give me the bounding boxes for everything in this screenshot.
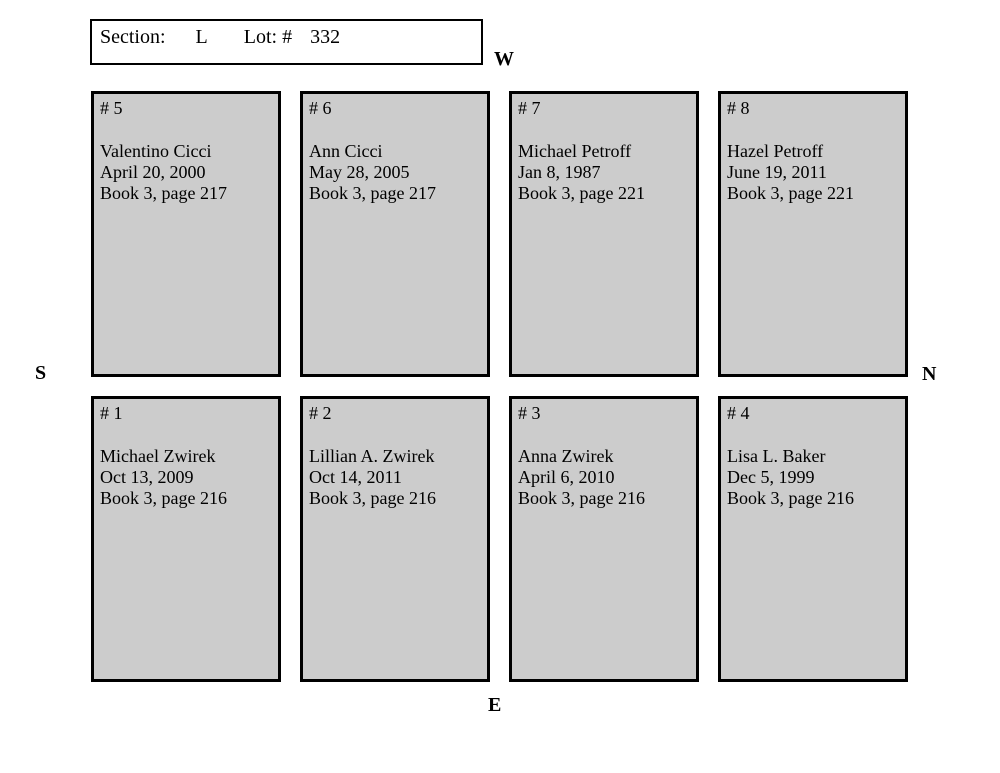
plot-number: # 3 (518, 403, 541, 423)
plot-box-7: # 7 Michael Petroff Jan 8, 1987 Book 3, … (509, 91, 699, 377)
plot-date: Oct 13, 2009 (100, 467, 194, 487)
plot-date: April 20, 2000 (100, 162, 206, 182)
plot-date: Dec 5, 1999 (727, 467, 815, 487)
plot-name: Hazel Petroff (727, 141, 824, 161)
plot-name: Michael Petroff (518, 141, 632, 161)
plot-record: Book 3, page 216 (309, 488, 436, 508)
compass-east-label: E (488, 694, 502, 716)
plot-number: # 5 (100, 98, 123, 118)
plot-name: Lillian A. Zwirek (309, 446, 435, 466)
section-value: L (195, 26, 208, 48)
plot-info: Anna Zwirek April 6, 2010 Book 3, page 2… (518, 446, 690, 509)
plot-date: April 6, 2010 (518, 467, 615, 487)
plot-info: Lisa L. Baker Dec 5, 1999 Book 3, page 2… (727, 446, 899, 509)
plot-box-8: # 8 Hazel Petroff June 19, 2011 Book 3, … (718, 91, 908, 377)
plot-record: Book 3, page 217 (100, 183, 227, 203)
plot-info: Michael Zwirek Oct 13, 2009 Book 3, page… (100, 446, 272, 509)
lot-value: 332 (310, 26, 341, 48)
plot-name: Valentino Cicci (100, 141, 212, 161)
plot-number: # 1 (100, 403, 123, 423)
plot-info: Michael Petroff Jan 8, 1987 Book 3, page… (518, 141, 690, 204)
plot-box-6: # 6 Ann Cicci May 28, 2005 Book 3, page … (300, 91, 490, 377)
plot-box-2: # 2 Lillian A. Zwirek Oct 14, 2011 Book … (300, 396, 490, 682)
plot-number: # 8 (727, 98, 750, 118)
plot-info: Lillian A. Zwirek Oct 14, 2011 Book 3, p… (309, 446, 481, 509)
plot-name: Lisa L. Baker (727, 446, 826, 466)
plot-number: # 2 (309, 403, 332, 423)
compass-north-label: N (922, 363, 937, 385)
plot-name: Michael Zwirek (100, 446, 216, 466)
plot-number: # 7 (518, 98, 541, 118)
section-lot-header: Section: L Lot: # 332 (90, 19, 483, 65)
plot-box-5: # 5 Valentino Cicci April 20, 2000 Book … (91, 91, 281, 377)
compass-south-label: S (35, 362, 47, 384)
plot-box-4: # 4 Lisa L. Baker Dec 5, 1999 Book 3, pa… (718, 396, 908, 682)
plot-name: Anna Zwirek (518, 446, 614, 466)
plot-box-1: # 1 Michael Zwirek Oct 13, 2009 Book 3, … (91, 396, 281, 682)
plot-record: Book 3, page 216 (727, 488, 854, 508)
plot-date: Oct 14, 2011 (309, 467, 402, 487)
plot-record: Book 3, page 216 (100, 488, 227, 508)
plot-info: Hazel Petroff June 19, 2011 Book 3, page… (727, 141, 899, 204)
plot-record: Book 3, page 221 (518, 183, 645, 203)
plot-record: Book 3, page 217 (309, 183, 436, 203)
compass-west-label: W (494, 48, 514, 70)
plot-number: # 6 (309, 98, 332, 118)
plot-box-3: # 3 Anna Zwirek April 6, 2010 Book 3, pa… (509, 396, 699, 682)
lot-label: Lot: # (243, 26, 293, 48)
plot-info: Valentino Cicci April 20, 2000 Book 3, p… (100, 141, 272, 204)
plot-info: Ann Cicci May 28, 2005 Book 3, page 217 (309, 141, 481, 204)
plot-record: Book 3, page 221 (727, 183, 854, 203)
plot-date: Jan 8, 1987 (518, 162, 601, 182)
section-label: Section: (100, 26, 166, 48)
plot-number: # 4 (727, 403, 750, 423)
plot-name: Ann Cicci (309, 141, 383, 161)
plot-date: June 19, 2011 (727, 162, 827, 182)
plot-grid: # 5 Valentino Cicci April 20, 2000 Book … (91, 91, 908, 682)
plot-record: Book 3, page 216 (518, 488, 645, 508)
plot-date: May 28, 2005 (309, 162, 410, 182)
